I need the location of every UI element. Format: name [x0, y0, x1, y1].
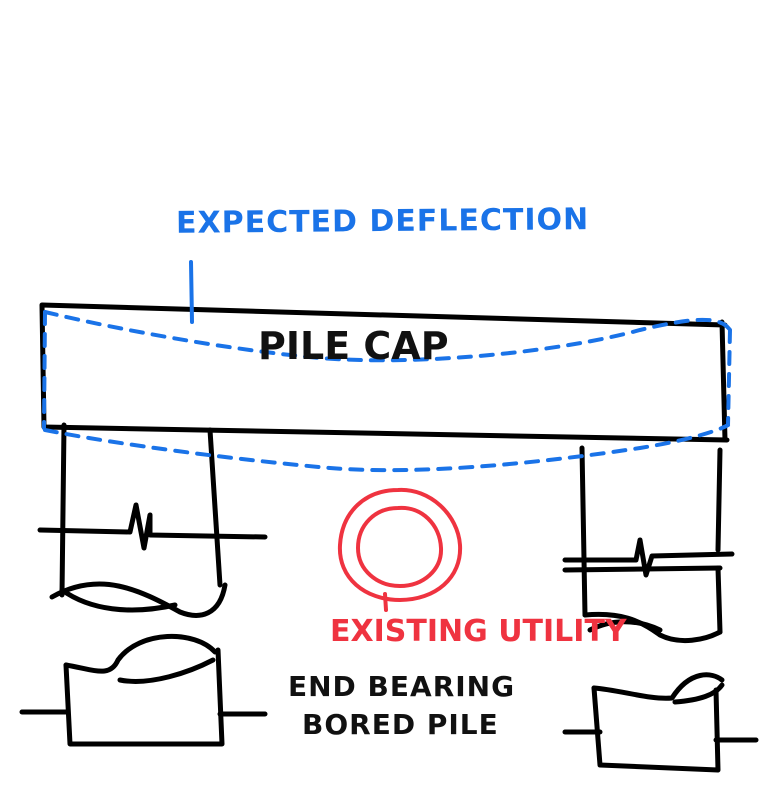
deflection-curves [42, 260, 732, 473]
deflection-left-end [42, 310, 47, 430]
deflection-label: EXPECTED DEFLECTION [175, 202, 590, 241]
pile-label-line-1: END BEARING [288, 670, 516, 703]
utility-label: EXISTING UTILITY [330, 614, 627, 649]
left-pile-lower [19, 634, 268, 747]
right-pile-lower [562, 672, 759, 773]
utility-leader-line [383, 592, 388, 612]
deflection-leader-line [189, 260, 194, 324]
pile-label-line-2: BORED PILE [302, 708, 499, 741]
utility-symbol [337, 487, 463, 612]
deflection-top-curve [43, 310, 732, 363]
pile-cap-label: PILE CAP [258, 324, 449, 368]
deflection-right-end [726, 328, 732, 427]
left-pile-upper [37, 422, 268, 618]
right-pile-upper [562, 445, 735, 643]
utility-outer-circle [337, 487, 463, 603]
utility-inner-circle [355, 505, 444, 589]
deflection-bottom-curve [43, 423, 730, 473]
